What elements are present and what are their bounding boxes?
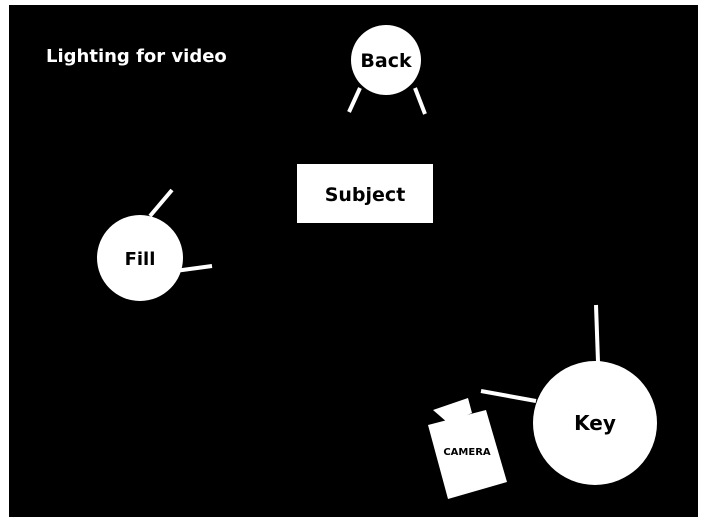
- key-light-stand-top: [594, 304, 600, 363]
- back-light-stand-left: [347, 87, 362, 113]
- subject: Subject: [297, 164, 433, 223]
- key-light: Key: [480, 304, 657, 485]
- diagram-title: Lighting for video: [46, 46, 227, 67]
- subject-box: [297, 164, 433, 223]
- key-light-stand-left: [480, 389, 537, 403]
- key-light-circle: [533, 361, 657, 485]
- camera: CAMERA: [428, 398, 507, 499]
- back-light-stand-right: [413, 87, 427, 115]
- subject-label: Subject: [325, 184, 406, 206]
- fill-light: Fill: [97, 188, 213, 301]
- fill-light-circle: [97, 215, 183, 301]
- camera-body: [428, 410, 507, 499]
- camera-label: CAMERA: [443, 447, 491, 458]
- back-light-circle: [351, 25, 421, 95]
- back-light: Back: [347, 25, 427, 115]
- back-light-label: Back: [360, 50, 412, 72]
- fill-light-label: Fill: [125, 249, 156, 270]
- fill-light-stand-upper: [148, 188, 174, 218]
- key-light-label: Key: [574, 411, 616, 435]
